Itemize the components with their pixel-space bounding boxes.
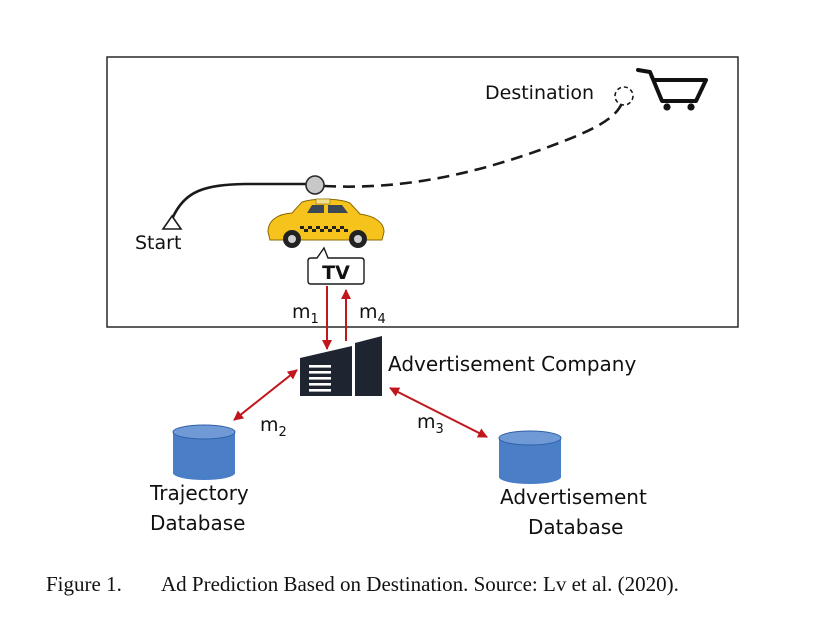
- arrow-m3: [389, 387, 488, 438]
- map-frame: [106, 56, 739, 328]
- start-label: Start: [135, 232, 181, 254]
- trajectory-database-icon: [172, 424, 236, 480]
- advertisement-database-label-line2: Database: [528, 515, 623, 539]
- destination-node: [614, 86, 634, 106]
- taxi-icon: [267, 198, 385, 248]
- arrow-m2: [233, 369, 298, 421]
- figure-number: Figure 1.: [46, 572, 122, 596]
- tv-display-bubble: TV: [307, 246, 365, 285]
- destination-label: Destination: [485, 82, 594, 104]
- start-marker-icon: [161, 214, 183, 230]
- trajectory-predicted-path: [323, 102, 624, 188]
- message-m3-label: m3: [417, 411, 444, 437]
- advertisement-company-label: Advertisement Company: [388, 352, 636, 376]
- shopping-cart-icon: [636, 68, 708, 111]
- trajectory-database-label-line1: Trajectory: [149, 481, 249, 505]
- message-m4-label: m4: [359, 301, 386, 327]
- figure-caption: Figure 1. Ad Prediction Based on Destinat…: [46, 572, 806, 597]
- message-m2-label: m2: [260, 414, 287, 440]
- advertisement-database-label-line1: Advertisement: [500, 485, 647, 509]
- trajectory-database-label-line2: Database: [150, 511, 245, 535]
- figure-caption-text: Ad Prediction Based on Destination. Sour…: [161, 572, 679, 596]
- tv-label: TV: [322, 262, 350, 284]
- office-building-icon: [300, 336, 382, 396]
- message-m1-label: m1: [292, 301, 319, 327]
- trajectory-traveled-path: [170, 182, 306, 220]
- advertisement-database-icon: [498, 430, 562, 484]
- current-position-node: [305, 175, 325, 195]
